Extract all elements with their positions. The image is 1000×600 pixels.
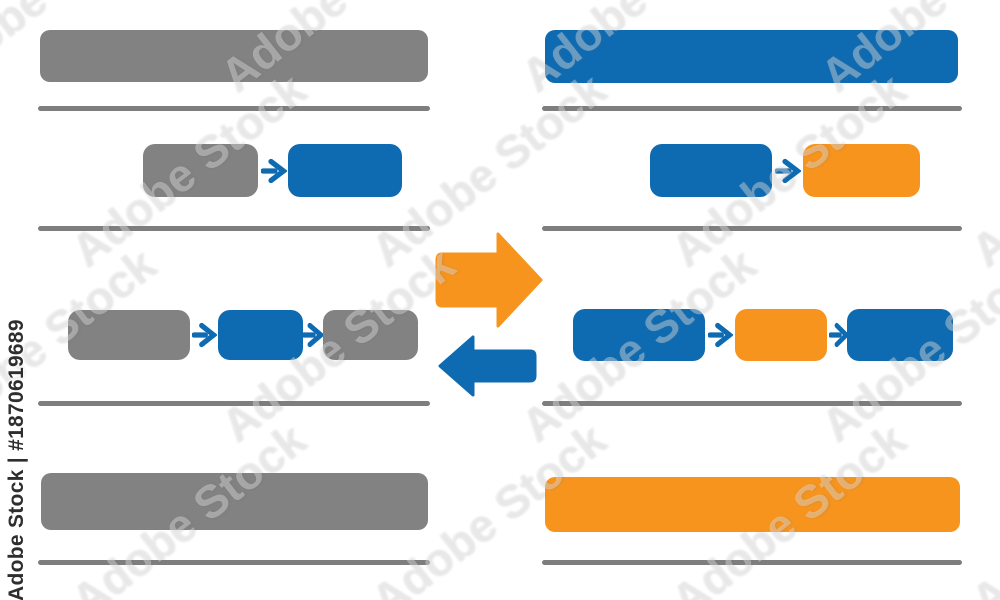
arrow-small-icon [192, 322, 217, 348]
left-divider-1 [38, 106, 430, 111]
right-flow2-arrow1 [708, 322, 733, 348]
right-flow2-arrow2 [829, 322, 849, 348]
arrow-small-icon [775, 158, 801, 184]
right-divider-4 [542, 560, 962, 565]
left-flow2-box3 [323, 310, 418, 360]
right-divider-1 [542, 106, 962, 111]
right-bottom-bar [545, 477, 960, 532]
right-flow1-arrow1 [775, 158, 801, 184]
arrow-right-big-icon [435, 232, 543, 328]
right-flow2-box2 [735, 309, 827, 361]
left-flow1-arrow1 [261, 158, 287, 184]
arrow-left-big-icon [438, 335, 537, 397]
arrow-small-icon [261, 158, 287, 184]
exchange-arrow-forward [435, 232, 543, 328]
right-flow1-box2 [803, 144, 920, 197]
left-divider-4 [38, 560, 430, 565]
left-flow1-box2 [288, 144, 402, 197]
right-flow1-box1 [650, 144, 772, 197]
left-flow2-box1 [68, 310, 190, 360]
left-flow2-box2 [218, 310, 303, 360]
right-flow2-box1 [573, 309, 705, 361]
left-flow2-arrow2 [301, 322, 324, 348]
left-top-bar [40, 30, 428, 82]
left-bottom-bar [41, 473, 428, 530]
arrow-small-icon [829, 322, 849, 348]
left-flow2-arrow1 [192, 322, 217, 348]
right-divider-3 [542, 401, 962, 406]
left-divider-3 [38, 401, 430, 406]
arrow-small-icon [708, 322, 733, 348]
right-divider-2 [542, 226, 962, 231]
arrow-small-icon [301, 322, 324, 348]
right-flow2-box3 [847, 309, 953, 361]
right-top-bar [545, 30, 958, 83]
exchange-arrow-back [438, 335, 537, 397]
adobe-stock-credit-watermark: Adobe Stock | #1870619689 [5, 319, 28, 600]
left-divider-2 [38, 226, 430, 231]
left-flow1-box1 [143, 144, 258, 197]
